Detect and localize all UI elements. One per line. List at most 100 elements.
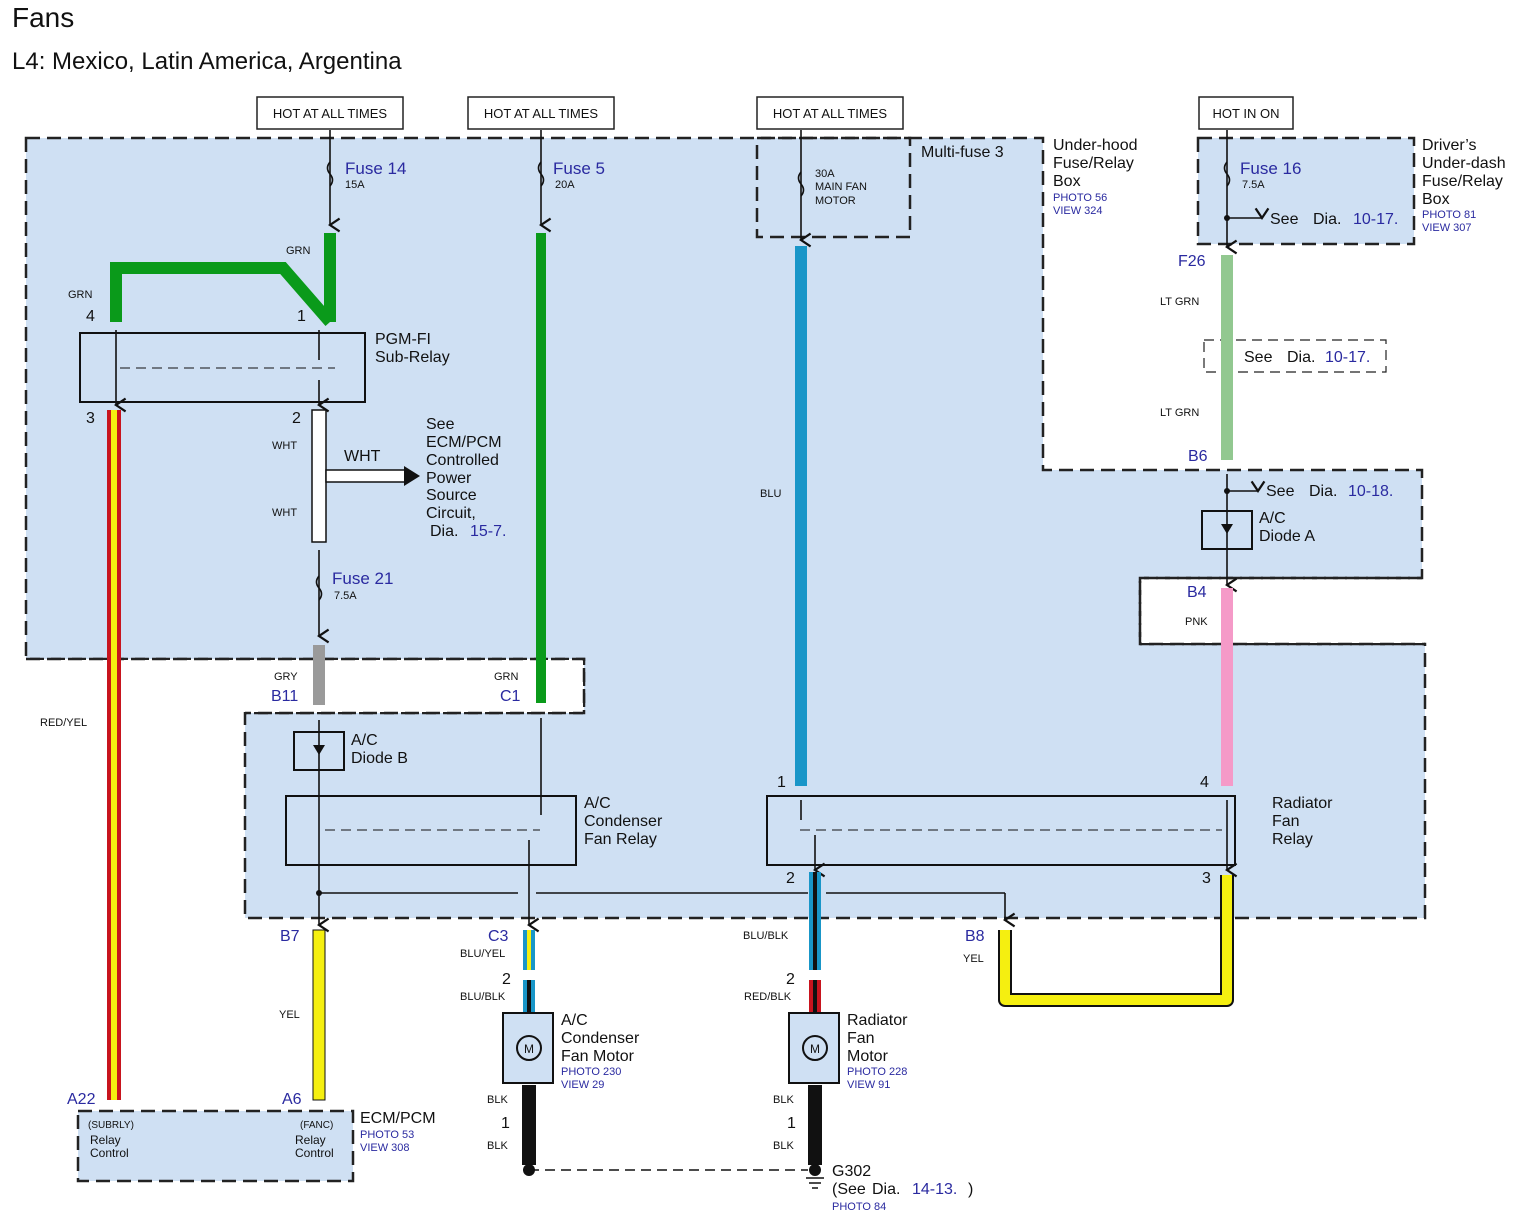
ref-dia-1: Dia. [1313,211,1341,228]
svg-text:BLK: BLK [487,1094,508,1106]
svg-text:(FANC): (FANC) [300,1120,333,1131]
svg-text:Controlled: Controlled [426,452,499,469]
multifuse-box [755,136,912,239]
ref-link-10-17-a: 10-17. [1353,211,1398,228]
ground-ref: 14-13. [912,1181,957,1198]
diode-a-label-2: Diode A [1259,528,1315,545]
svg-text:VIEW 307: VIEW 307 [1422,222,1472,234]
page-subtitle: L4: Mexico, Latin America, Argentina [12,48,402,75]
svg-text:Fuse/Relay: Fuse/Relay [1422,173,1503,190]
svg-text:3: 3 [1202,870,1211,887]
ref-link-10-18: 10-18. [1348,483,1393,500]
ac-fan-motor: M [502,1012,554,1084]
svg-text:HOT AT ALL TIMES: HOT AT ALL TIMES [773,106,887,121]
svg-text:1: 1 [777,774,786,791]
ref-link-10-17-b: 10-17. [1325,349,1370,366]
svg-text:Control: Control [295,1146,334,1160]
svg-text:Control: Control [90,1146,129,1160]
rad-motor-view: VIEW 91 [847,1079,890,1091]
svg-text:1: 1 [787,1115,796,1132]
rad-motor-label-3: Motor [847,1048,889,1065]
svg-text:ECM/PCM: ECM/PCM [360,1110,436,1127]
svg-text:BLK: BLK [773,1094,794,1106]
fuse-5-rating: 20A [555,179,575,191]
svg-text:Box: Box [1053,173,1081,190]
svg-text:LT GRN: LT GRN [1160,296,1199,308]
multifuse-label: Multi-fuse 3 [921,144,1004,161]
svg-text:2: 2 [292,410,301,427]
svg-text:BLU/BLK: BLU/BLK [460,991,506,1003]
ref-dia-2: Dia. [1287,349,1315,366]
svg-text:Box: Box [1422,191,1450,208]
ecm-box [76,1109,355,1183]
svg-text:2: 2 [502,971,511,988]
svg-text:ECM/PCM: ECM/PCM [426,434,502,451]
ac-relay-label-3: Fan Relay [584,831,657,848]
svg-text:M: M [810,1042,820,1056]
svg-text:WHT: WHT [272,507,297,519]
connector-c3: C3 [488,928,509,945]
svg-text:Under-dash: Under-dash [1422,155,1506,172]
svg-text:M: M [524,1042,534,1056]
pgm-label-1: PGM-FI [375,331,431,348]
rad-relay-label-3: Relay [1272,831,1313,848]
connector-b7: B7 [280,928,300,945]
svg-text:LT GRN: LT GRN [1160,407,1199,419]
svg-text:GRY: GRY [274,671,298,683]
see-box [1203,339,1387,373]
svg-text:(SUBRLY): (SUBRLY) [88,1120,134,1131]
multifuse-name-2: MOTOR [815,195,856,207]
rad-relay-label-2: Fan [1272,813,1300,830]
fuse-14-label: Fuse 14 [345,159,406,178]
rad-relay-label-1: Radiator [1272,795,1333,812]
underdash-box [1196,136,1416,246]
ac-motor-photo: PHOTO 230 [561,1066,621,1078]
svg-text:2: 2 [786,870,795,887]
svg-text:BLU/YEL: BLU/YEL [460,948,505,960]
ac-motor-label-3: Fan Motor [561,1048,635,1065]
pgm-label-2: Sub-Relay [375,349,450,366]
svg-text:1: 1 [297,308,306,325]
wire-wht-branch: WHT [344,448,381,465]
rad-motor-label-1: Radiator [847,1012,908,1029]
ref-link-15-7: 15-7. [470,523,506,540]
svg-text:Source: Source [426,487,477,504]
svg-text:GRN: GRN [68,289,93,301]
connector-b4: B4 [1187,584,1207,601]
ground-photo: PHOTO 84 [832,1201,886,1213]
fuse-16-label: Fuse 16 [1240,159,1301,178]
svg-text:4: 4 [1200,774,1209,791]
svg-text:Circuit,: Circuit, [426,505,476,522]
ground-see: (See [832,1181,866,1198]
svg-text:GRN: GRN [286,245,311,257]
svg-text:PHOTO 53: PHOTO 53 [360,1129,414,1141]
svg-text:Driver’s: Driver’s [1422,137,1477,154]
connector-b8: B8 [965,928,985,945]
svg-text:1: 1 [501,1115,510,1132]
svg-text:HOT AT ALL TIMES: HOT AT ALL TIMES [273,106,387,121]
fuse-21-rating: 7.5A [334,590,357,602]
diode-b [293,731,345,771]
svg-text:BLK: BLK [773,1140,794,1152]
ref-dia-4: Dia. [430,523,458,540]
svg-text:HOT IN ON: HOT IN ON [1213,106,1280,121]
source-label-3: HOT AT ALL TIMES [756,96,904,130]
multifuse-name-1: MAIN FAN [815,181,867,193]
connector-a6: A6 [282,1091,302,1108]
diode-a-label-1: A/C [1259,510,1286,527]
page-title: Fans [12,2,75,33]
source-label-4: HOT IN ON [1198,96,1294,130]
svg-text:Relay: Relay [295,1133,326,1147]
fuse-14-rating: 15A [345,179,365,191]
fuse-5-label: Fuse 5 [553,159,605,178]
ground-dia: Dia. [872,1181,900,1198]
svg-text:BLU: BLU [760,488,781,500]
ground-label: G302 [832,1163,871,1180]
ac-condenser-fan-relay [285,795,577,866]
svg-text:PHOTO 56: PHOTO 56 [1053,192,1107,204]
svg-text:4: 4 [86,308,95,325]
ground-close: ) [968,1181,973,1198]
svg-text:See: See [426,416,455,433]
